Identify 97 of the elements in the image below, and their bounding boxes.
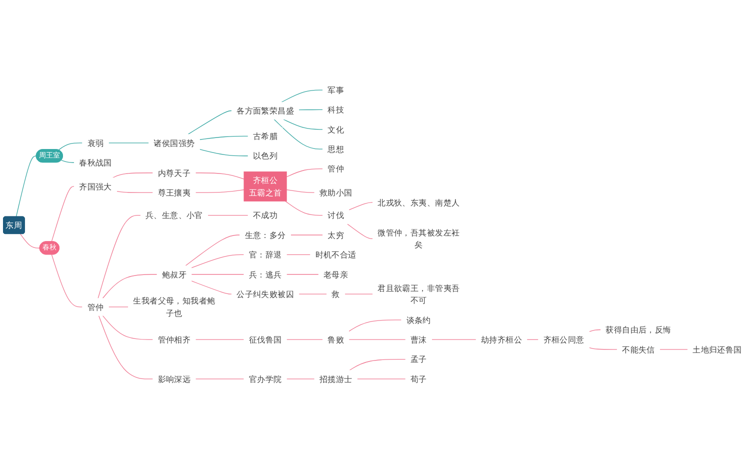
connector xyxy=(659,349,688,350)
node-text: 劫持齐桓公 xyxy=(480,334,522,345)
node-text: 不能失信 xyxy=(622,344,655,354)
node-box: 齐桓公 五霸之首 xyxy=(244,171,287,202)
connector xyxy=(191,254,244,268)
connector xyxy=(290,234,324,236)
node-text: 鲁败 xyxy=(328,334,344,345)
node-text: 招揽游士 xyxy=(319,374,352,384)
connector xyxy=(195,172,244,180)
connector xyxy=(286,274,319,275)
node-text: 生我者父母，知我者鲍子也 xyxy=(133,296,216,318)
node-text: 尊王攘夷 xyxy=(158,188,191,198)
node-text: 管仲 xyxy=(328,164,344,174)
connector xyxy=(286,339,324,340)
connector xyxy=(283,119,324,130)
node-text: 文化 xyxy=(328,124,344,134)
connector xyxy=(51,186,74,242)
node-text: 兵：逃兵 xyxy=(248,269,282,280)
node-text: 救助小国 xyxy=(319,188,352,198)
node-text: 各方面繁荣昌盛 xyxy=(236,106,294,116)
node-text: 微管仲，吾其被发左衽矣 xyxy=(378,228,460,250)
node-text: 谈条约 xyxy=(406,314,431,325)
connector xyxy=(349,358,406,371)
node-text: 科技 xyxy=(328,104,344,115)
node-text: 太穷 xyxy=(328,230,344,240)
node-text: 管仲相齐 xyxy=(158,334,191,345)
connector xyxy=(588,347,618,350)
connector xyxy=(286,189,315,193)
connector xyxy=(195,378,244,380)
node-text: 救 xyxy=(332,289,340,299)
connector xyxy=(348,202,374,210)
node-text: 征伐鲁国 xyxy=(248,334,282,345)
node-text: 齐国强大 xyxy=(79,181,112,192)
node-text: 生意：多分 xyxy=(244,230,286,240)
node-text: 曹沫 xyxy=(410,334,427,345)
connector xyxy=(16,156,37,218)
node-text: 官办学院 xyxy=(248,374,282,384)
node-text: 春秋战国 xyxy=(79,158,112,168)
node-text: 老母亲 xyxy=(324,269,348,280)
connector xyxy=(195,189,244,193)
connector xyxy=(191,280,232,294)
node-text: 古希腊 xyxy=(252,131,278,142)
node-text: 北戎狄、东夷、南楚人 xyxy=(378,197,460,208)
connector xyxy=(112,172,154,178)
node-text: 鲍叔牙 xyxy=(162,269,187,280)
connector xyxy=(274,119,324,150)
node-text: 讨伐 xyxy=(328,210,344,220)
node-text: 以色列 xyxy=(252,150,278,161)
connector xyxy=(195,339,244,340)
node-text: 衰弱 xyxy=(87,138,104,148)
node-text: 军事 xyxy=(328,85,344,95)
node-text: 齐桓公同意 xyxy=(543,334,584,345)
connector xyxy=(20,234,40,248)
connector xyxy=(286,168,324,178)
connector xyxy=(102,315,154,340)
connector xyxy=(281,90,324,102)
node-text: 公子纠失败被囚 xyxy=(236,289,294,299)
connector xyxy=(116,190,154,193)
node-text: 孟子 xyxy=(410,354,427,364)
connector xyxy=(298,109,324,110)
connector xyxy=(285,200,324,216)
connector xyxy=(98,315,154,380)
connector xyxy=(346,224,374,240)
node-text: 获得自由后，反悔 xyxy=(606,324,672,335)
connector xyxy=(588,329,602,332)
connector xyxy=(199,136,248,140)
node-text: 诸侯国强势 xyxy=(154,138,195,148)
connector xyxy=(286,378,315,380)
connector xyxy=(102,274,158,299)
connector xyxy=(61,160,74,163)
node-text: 影响深远 xyxy=(158,374,191,384)
connector xyxy=(526,339,539,340)
connector xyxy=(185,234,240,266)
connector xyxy=(208,215,248,216)
connector xyxy=(188,110,232,135)
node-text: 管仲 xyxy=(87,302,104,312)
connector xyxy=(348,320,402,332)
connector xyxy=(356,378,406,380)
node-text: 官：辞退 xyxy=(248,250,282,260)
connector xyxy=(51,254,83,308)
node-text: 内尊天子 xyxy=(158,168,191,178)
connector xyxy=(108,306,129,308)
connector xyxy=(58,142,83,150)
node-text: 兵、生意、小官 xyxy=(146,210,203,220)
node-text: 君且欲霸王，非管夷吾不可 xyxy=(378,282,460,306)
node-text: 土地归还鲁国 xyxy=(692,344,742,354)
connector xyxy=(108,142,150,144)
connector xyxy=(98,215,141,299)
node-text: 荀子 xyxy=(410,374,427,384)
connector xyxy=(431,339,476,340)
connector xyxy=(199,148,248,156)
connector xyxy=(286,254,311,256)
node-text: 时机不合适 xyxy=(315,250,356,260)
connector xyxy=(191,274,244,275)
connector xyxy=(348,339,406,340)
node-text: 思想 xyxy=(328,144,344,154)
node-text: 不成功 xyxy=(252,210,278,220)
